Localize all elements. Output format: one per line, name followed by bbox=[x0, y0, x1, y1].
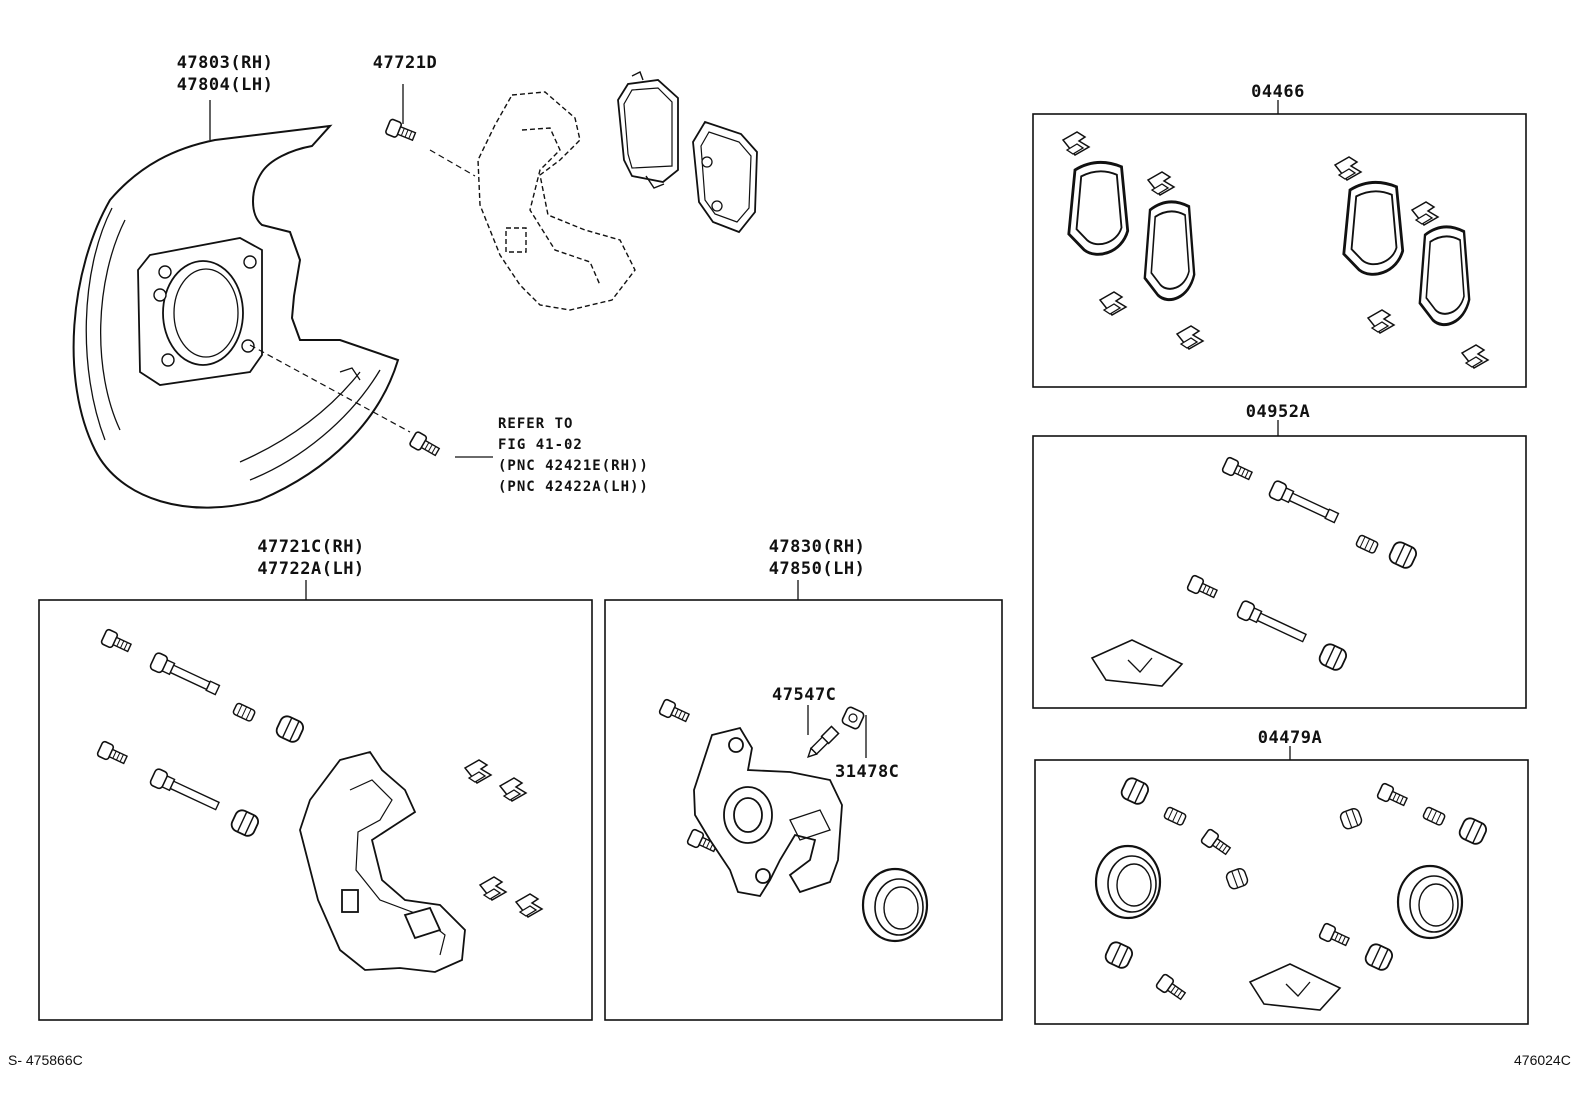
mounting-kit-box bbox=[38, 599, 593, 1021]
kit-04466-clip bbox=[1411, 201, 1439, 226]
dust-shield bbox=[72, 124, 400, 509]
refer-to-line2: FIG 41-02 bbox=[498, 437, 583, 453]
label-mounting-lh: 47722A(LH) bbox=[257, 559, 365, 579]
refer-to-line1: REFER TO bbox=[498, 416, 574, 432]
mounting-clip bbox=[499, 777, 527, 802]
brake-pad-outer bbox=[617, 71, 679, 189]
label-kit-04479a: 04479A bbox=[1257, 728, 1323, 748]
kit-04479a-boot bbox=[1118, 775, 1152, 808]
refer-to-line4: (PNC 42422A(LH)) bbox=[498, 479, 649, 495]
kit-04479a-grease-packet bbox=[1249, 963, 1341, 1011]
bleeder-cap bbox=[841, 706, 865, 730]
mounting-clip bbox=[515, 893, 543, 918]
bracket-bolt bbox=[384, 117, 418, 145]
mounting-clip bbox=[464, 759, 492, 784]
label-caliper-rh: 47830(RH) bbox=[768, 537, 866, 557]
mounting-clip bbox=[479, 876, 507, 901]
kit-04466-pad-2 bbox=[1143, 200, 1196, 302]
mounting-slide-pin bbox=[148, 651, 222, 699]
mounting-boot bbox=[273, 713, 307, 746]
kit-04952a-box bbox=[1032, 435, 1527, 709]
kit-04479a-piston-seal bbox=[1094, 844, 1162, 920]
kit-04479a-bolt bbox=[1375, 781, 1410, 810]
label-dust-shield-lh: 47804(LH) bbox=[176, 75, 274, 95]
kit-04479a-bolt bbox=[1199, 827, 1234, 859]
kit-04479a-boot bbox=[1224, 866, 1250, 891]
kit-04479a-boot bbox=[1102, 939, 1136, 972]
label-kit-04952a: 04952A bbox=[1245, 402, 1311, 422]
kit-04466-pad-3 bbox=[1342, 180, 1405, 276]
label-bleeder-47547c: 47547C bbox=[772, 685, 837, 705]
kit-04952a-bolt bbox=[1220, 455, 1255, 484]
mounting-bolt bbox=[95, 739, 130, 768]
kit-04479a-boot bbox=[1362, 941, 1396, 974]
caliper-box bbox=[604, 599, 1003, 1021]
refer-to-line3: (PNC 42421E(RH)) bbox=[498, 458, 649, 474]
mounting-spring bbox=[231, 701, 257, 723]
shield-bolt bbox=[408, 430, 443, 460]
kit-04479a-piston-seal bbox=[1396, 864, 1464, 940]
caliper-bracket-outline bbox=[477, 91, 636, 311]
kit-04479a-box bbox=[1034, 759, 1529, 1025]
mounting-boot bbox=[228, 807, 262, 840]
bleeder-plug bbox=[807, 725, 840, 758]
kit-04466-clip bbox=[1461, 344, 1489, 369]
kit-04466-box bbox=[1032, 113, 1527, 388]
mounting-bracket bbox=[299, 750, 466, 973]
kit-04479a-boot bbox=[1456, 815, 1490, 848]
kit-04466-pad-4 bbox=[1418, 225, 1471, 327]
kit-04952a-bolt bbox=[1185, 573, 1220, 602]
label-mounting-rh: 47721C(RH) bbox=[257, 537, 365, 557]
footer-left-code: S- 475866C bbox=[8, 1052, 83, 1068]
label-bolt-47721d: 47721D bbox=[372, 53, 438, 73]
kit-04466-clip bbox=[1367, 309, 1395, 334]
kit-04952a-boot bbox=[1386, 539, 1420, 572]
kit-04466-pad-1 bbox=[1067, 160, 1130, 256]
label-cap-31478c: 31478C bbox=[835, 762, 900, 782]
kit-04479a-spring bbox=[1162, 805, 1188, 827]
caliper-body bbox=[693, 726, 843, 897]
kit-04479a-spring bbox=[1421, 805, 1447, 827]
footer-right-code: 476024C bbox=[1514, 1052, 1571, 1068]
kit-04466-clip bbox=[1176, 325, 1204, 350]
kit-04952a-pin bbox=[1235, 599, 1309, 647]
kit-04466-clip bbox=[1147, 171, 1175, 196]
kit-04952a-boot bbox=[1316, 641, 1350, 674]
kit-04952a-spring bbox=[1354, 533, 1380, 555]
kit-04479a-bolt bbox=[1154, 972, 1189, 1004]
caliper-bolt bbox=[657, 697, 692, 726]
mounting-slide-pin bbox=[148, 767, 222, 815]
label-dust-shield-rh: 47803(RH) bbox=[176, 53, 274, 73]
caliper-piston-seal bbox=[861, 867, 929, 943]
kit-04952a-grease-packet bbox=[1091, 639, 1183, 687]
kit-04466-clip bbox=[1334, 156, 1362, 181]
brake-pad-inner bbox=[692, 120, 758, 234]
label-kit-04466: 04466 bbox=[1251, 82, 1305, 102]
kit-04466-clip bbox=[1099, 291, 1127, 316]
label-caliper-lh: 47850(LH) bbox=[768, 559, 866, 579]
kit-04952a-pin bbox=[1267, 479, 1341, 527]
kit-04479a-boot bbox=[1338, 806, 1364, 831]
kit-04466-clip bbox=[1062, 131, 1090, 156]
kit-04479a-bolt bbox=[1317, 921, 1352, 950]
mounting-bolt bbox=[99, 627, 134, 656]
